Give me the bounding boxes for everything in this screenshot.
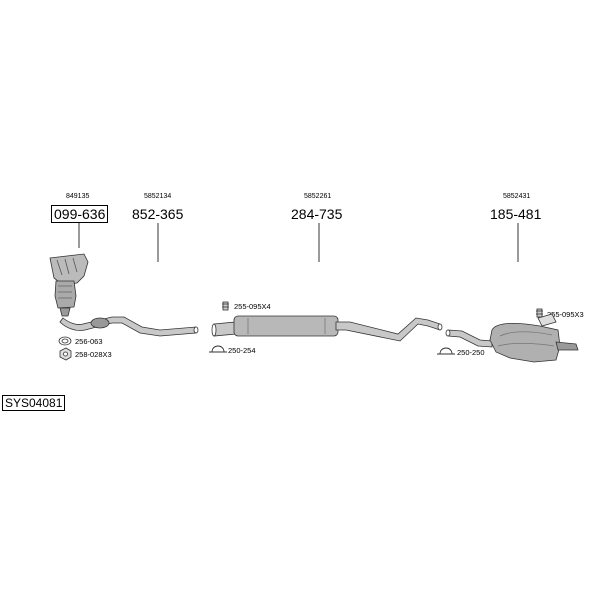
- bolt-rear-icon: [536, 308, 543, 318]
- nut-label[interactable]: 258-028X3: [75, 350, 112, 359]
- clamp-mid-icon: [209, 345, 227, 353]
- part-number-rear-silencer[interactable]: 185-481: [490, 206, 542, 222]
- nut-icon: [59, 347, 72, 361]
- system-code: SYS04081: [2, 395, 66, 411]
- part-number-middle-silencer[interactable]: 284-735: [291, 206, 343, 222]
- rear-silencer: [445, 313, 579, 363]
- clamp-mid-label[interactable]: 250-254: [228, 346, 256, 355]
- oem-number-manifold: 849135: [66, 193, 90, 200]
- gasket-icon: [58, 336, 72, 346]
- gasket-label[interactable]: 256-063: [75, 337, 103, 346]
- clamp-rear-label[interactable]: 250-250: [457, 348, 485, 357]
- clamp-rear-icon: [437, 347, 455, 355]
- bolt-mid-label[interactable]: 255-095X4: [234, 302, 271, 311]
- oem-number-middle-silencer: 5852261: [304, 193, 332, 200]
- front-pipe: [59, 316, 199, 337]
- bolt-rear-label[interactable]: 255-095X3: [547, 310, 584, 319]
- manifold-catalyst: [49, 253, 89, 317]
- part-number-front-pipe[interactable]: 852-365: [132, 206, 184, 222]
- bolt-mid-icon: [222, 301, 229, 311]
- part-number-manifold[interactable]: 099-636: [51, 205, 109, 223]
- oem-number-rear-silencer: 5852431: [503, 193, 531, 200]
- oem-number-front-pipe: 5852134: [144, 193, 172, 200]
- middle-silencer: [211, 315, 443, 342]
